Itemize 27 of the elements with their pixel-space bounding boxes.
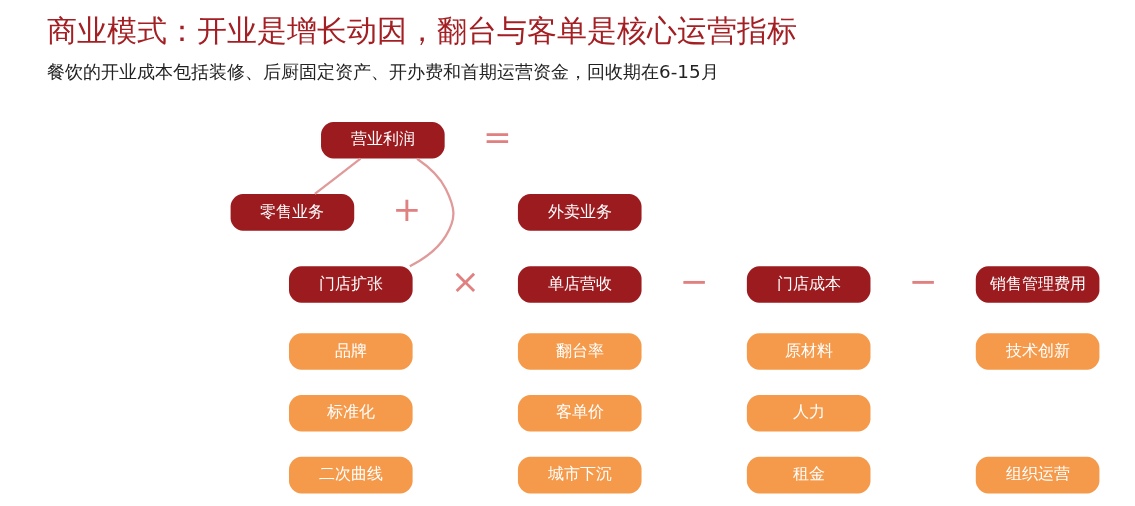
node-box: 门店成本 (746, 266, 870, 303)
node-box: 单店营收 (517, 266, 642, 303)
node-box: 门店扩张 (288, 266, 413, 303)
node-box: 城市下沉 (517, 456, 642, 494)
label: − (908, 261, 938, 302)
label: = (482, 116, 512, 157)
node-box: 销售管理费用 (975, 266, 1099, 303)
label: − (679, 261, 709, 302)
node-box: 标准化 (288, 394, 413, 432)
diagram-title: 商业模式：开业是增长动因，翻台与客单是核心运营指标 (46, 13, 797, 48)
node-box: 翻台率 (517, 333, 642, 370)
node-box: 二次曲线 (288, 456, 413, 494)
node-box: 品牌 (288, 333, 413, 370)
node-box: 租金 (746, 456, 870, 494)
label: 餐饮的开业成本包括装修、后厨固定资产、开办费和首期运营资金，回收期在6-15月 (46, 60, 719, 82)
node-box: 零售业务 (230, 194, 354, 231)
node-box: 原材料 (746, 333, 870, 370)
label: + (392, 188, 421, 229)
node-box: 外卖业务 (517, 194, 642, 231)
node-box: 营业利润 (320, 121, 445, 159)
node-box: 技术创新 (975, 333, 1099, 370)
node-box: 人力 (746, 394, 870, 432)
label: × (450, 261, 480, 302)
node-box: 组织运营 (975, 456, 1099, 494)
node-box: 客单价 (517, 394, 642, 432)
connector (408, 157, 455, 268)
connector (313, 157, 361, 195)
